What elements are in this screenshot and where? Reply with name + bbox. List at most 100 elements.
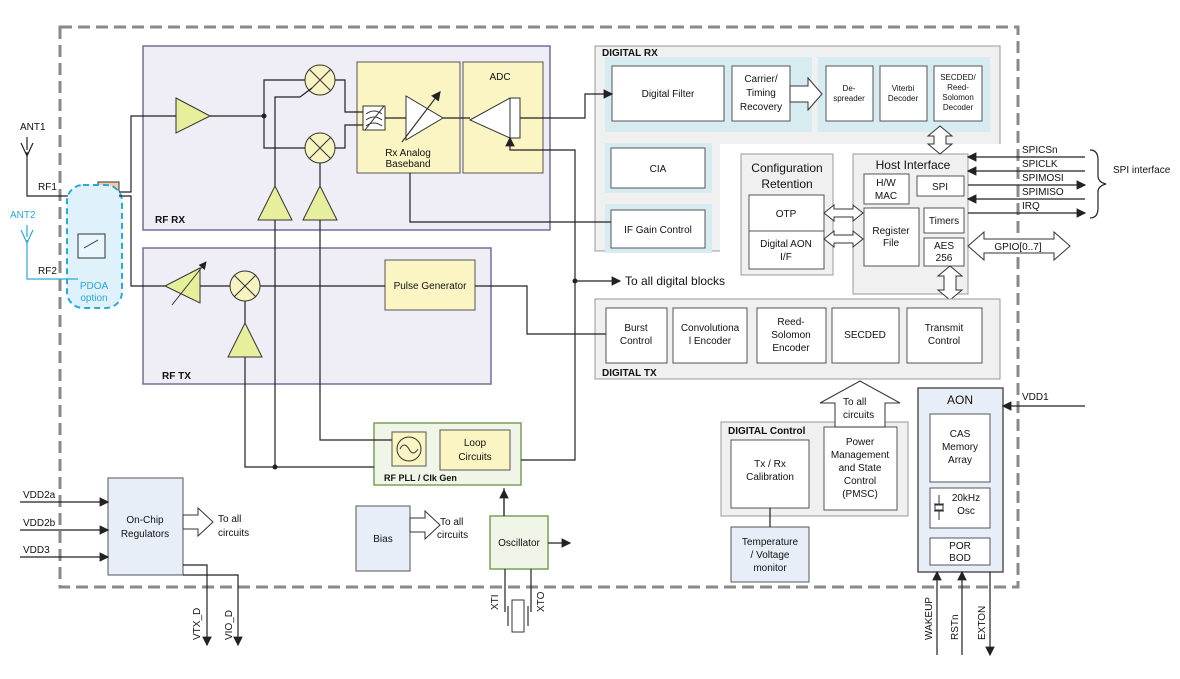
bias-to-all-2: circuits xyxy=(437,530,468,541)
pulse-generator xyxy=(384,259,476,311)
cia-block xyxy=(610,147,706,189)
vdd3-label: VDD3 xyxy=(23,545,50,556)
pdoa-label-2: option xyxy=(80,293,107,304)
ant2-label: ANT2 xyxy=(10,210,36,221)
temp-label-3: monitor xyxy=(753,563,787,574)
txrx-label-1: Tx / Rx xyxy=(754,459,786,470)
config-host-link xyxy=(823,203,864,249)
burst-label-1: Burst xyxy=(624,323,648,334)
rf-tx-block: RF TX Pulse Generator xyxy=(142,247,492,385)
digital-tx-title: DIGITAL TX xyxy=(602,368,657,379)
cas-label-1: CAS xyxy=(950,429,971,440)
regulators-label-2: Regulators xyxy=(121,529,169,540)
aes-label-1: AES xyxy=(934,241,954,252)
cas-memory-array xyxy=(929,413,991,483)
spi-signal: IRQ xyxy=(1022,201,1040,212)
aon-if-label-1: Digital AON xyxy=(760,239,812,250)
regulators-block: On-Chip Regulators VDD2a VDD2b VDD3 To a… xyxy=(20,477,249,647)
gpio-port: GPIO[0..7] xyxy=(967,230,1071,262)
crystal-icon xyxy=(511,599,525,633)
pmsc-label-4: Control xyxy=(844,476,876,487)
rf2-label: RF2 xyxy=(38,266,57,277)
rx-host-link xyxy=(926,125,954,155)
config-retention-block: Configuration Retention OTP Digital AON … xyxy=(740,153,834,276)
hw-mac xyxy=(863,173,910,205)
register-file xyxy=(863,207,920,267)
sine-icon xyxy=(399,444,419,454)
rx-data-arrow xyxy=(789,76,823,112)
register-label-2: File xyxy=(883,238,900,249)
despreader-label-1: De- xyxy=(843,84,856,93)
pmsc-label-5: (PMSC) xyxy=(842,489,878,500)
otp-label: OTP xyxy=(776,209,797,220)
tx-mixer xyxy=(229,270,261,302)
spi-block xyxy=(916,175,965,197)
spi-signal: SPICSn xyxy=(1022,145,1058,156)
rf-rx-block: RF RX Rx Analog Baseband ADC xyxy=(142,45,551,231)
hw-mac-label-2: MAC xyxy=(875,191,897,202)
regulators-arrow xyxy=(182,506,214,538)
vio-d-label: VIO_D xyxy=(224,610,235,640)
rf-pll-block: Loop Circuits RF PLL / Clk Gen xyxy=(373,422,522,486)
digital-control-title: DIGITAL Control xyxy=(728,426,806,437)
secded-dec-label-4: Decoder xyxy=(943,103,974,112)
aon-pins: WAKEUP RSTn EXTON xyxy=(924,570,995,657)
hw-mac-label-1: H/W xyxy=(876,178,896,189)
despreader-label-2: spreader xyxy=(833,94,865,103)
reed-solomon-encoder xyxy=(756,307,827,364)
viterbi-decoder xyxy=(879,65,928,122)
secded-rs-decoder xyxy=(933,65,983,122)
exton-pin-label: EXTON xyxy=(977,606,988,640)
aon-block: AON CAS Memory Array 20kHz Osc POR BOD V… xyxy=(917,387,1085,573)
rx-analog-baseband: Rx Analog Baseband xyxy=(356,61,461,174)
rs-label-1: Reed- xyxy=(777,317,804,328)
config-title-2: Retention xyxy=(761,177,812,191)
timers-block xyxy=(923,207,965,234)
digital-rx-title: DIGITAL RX xyxy=(602,48,658,59)
temp-label-1: Temperature xyxy=(742,537,799,548)
spi-brace xyxy=(1089,149,1107,219)
viterbi-label-1: Viterbi xyxy=(892,84,915,93)
pmsc-label-2: Management xyxy=(831,450,890,461)
rf-rx-title: RF RX xyxy=(155,215,185,226)
bias-label: Bias xyxy=(373,534,392,545)
rs-label-3: Encoder xyxy=(772,343,810,354)
digital-filter-label: Digital Filter xyxy=(642,89,695,100)
spi-signal: SPIMISO xyxy=(1022,187,1064,198)
secded-dec-label-3: Solomon xyxy=(942,93,974,102)
adc-block: ADC xyxy=(462,61,544,174)
por-label-1: POR xyxy=(949,541,971,552)
bias-to-all-1: To all xyxy=(440,517,463,528)
cia-label: CIA xyxy=(650,164,667,175)
carrier-label-1: Carrier/ xyxy=(744,74,778,85)
pmsc-to-all-1: To all xyxy=(843,397,866,408)
config-title-1: Configuration xyxy=(751,161,822,175)
rf-tx-title: RF TX xyxy=(162,371,191,382)
gpio-label: GPIO[0..7] xyxy=(994,242,1041,253)
por-bod xyxy=(929,537,991,566)
pmsc-label-1: Power xyxy=(846,437,875,448)
osc-label-2: Osc xyxy=(957,506,975,517)
por-label-2: BOD xyxy=(949,553,971,564)
spi-signal: SPIMOSI xyxy=(1022,173,1064,184)
aon-if-label-2: I/F xyxy=(780,252,792,263)
spi-label: SPI xyxy=(932,182,948,193)
rf-switch-2 xyxy=(77,233,106,259)
cas-label-2: Memory xyxy=(942,442,978,453)
aes-label-2: 256 xyxy=(936,253,953,264)
carrier-label-3: Recovery xyxy=(740,102,782,113)
digital-filter xyxy=(611,65,725,122)
conv-label-1: Convolutiona xyxy=(681,323,740,334)
burst-control xyxy=(605,307,668,364)
signal-wires: To all digital blocks xyxy=(119,79,725,470)
secded-encoder xyxy=(831,307,900,364)
transmit-control xyxy=(906,307,983,364)
register-label-1: Register xyxy=(872,226,910,237)
loop-label-2: Circuits xyxy=(458,452,491,463)
host-title: Host Interface xyxy=(876,158,951,172)
regulators-to-all-2: circuits xyxy=(218,528,249,539)
vdd2a-label: VDD2a xyxy=(23,490,56,501)
regulators-label-1: On-Chip xyxy=(126,515,164,526)
pulse-generator-label: Pulse Generator xyxy=(394,281,467,292)
